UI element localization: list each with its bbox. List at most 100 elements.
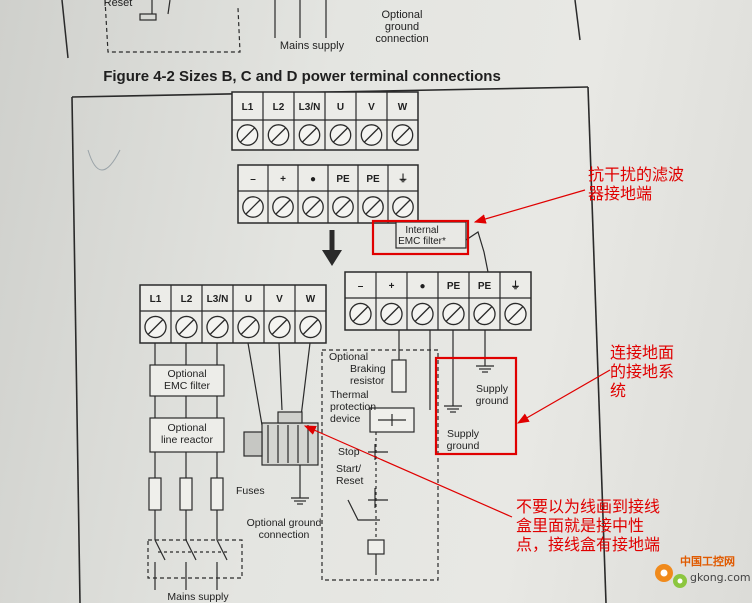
label-line: Supply (476, 383, 509, 395)
motor-body (261, 422, 319, 466)
screw-slot (445, 306, 462, 322)
stop-label: Stop (338, 446, 360, 458)
terminal-label: L1 (242, 102, 254, 113)
label-line: Optional (167, 368, 206, 380)
label-line: W (306, 294, 316, 305)
label-line: PE (447, 281, 461, 292)
mains-supply-label: Mains supply (167, 591, 229, 603)
label-line: L1 (242, 102, 254, 113)
terminal-label: PE (366, 174, 380, 185)
terminal-label: PE (447, 281, 461, 292)
label-line: ground (447, 440, 480, 452)
label-line: L2 (181, 294, 193, 305)
label-line: ● (310, 174, 316, 185)
label-line: protection (330, 401, 376, 413)
label-line: V (368, 102, 375, 113)
internal-emc-filter-box (395, 221, 467, 249)
screw-slot (365, 199, 381, 215)
label-line: Mains supply (167, 591, 229, 603)
wire (167, 0, 171, 15)
terminal-label: ● (310, 174, 316, 185)
label-line: resistor (350, 375, 385, 387)
label-line: – (250, 174, 256, 185)
label-line: + (280, 174, 286, 185)
terminal-label: – (358, 281, 364, 292)
terminal-label: L1 (150, 294, 162, 305)
scratch-mark (87, 149, 121, 171)
label-line: U (245, 294, 252, 305)
start-reset-label: Start/Reset (336, 463, 364, 487)
reset-label: Reset (104, 0, 133, 9)
terminal-label: L2 (273, 102, 285, 113)
red-arrow-motor (303, 425, 513, 518)
label-line: connection (259, 529, 310, 541)
label-line: ⏚ (398, 173, 408, 185)
label-line: Reset (336, 475, 364, 487)
label-line: Supply (447, 428, 480, 440)
thermal-contacts (378, 414, 406, 426)
screw-slot (383, 306, 400, 322)
screw-slot (275, 199, 291, 215)
terminal-label: U (337, 102, 344, 113)
screw-slot (507, 306, 524, 322)
label-line: Optional (382, 9, 423, 21)
switch-blade (185, 539, 197, 561)
label-line: connection (375, 33, 428, 45)
terminal-label: ⏚ (511, 280, 521, 292)
red-arrow-emc (473, 189, 586, 224)
top-frame-left (61, 0, 69, 59)
label-line: + (389, 281, 395, 292)
label-line: PE (478, 281, 492, 292)
optional-emc-filter-box (149, 364, 225, 397)
terminal-label: L3/N (207, 294, 229, 305)
top-dashed-box (104, 0, 241, 53)
screw-slot (476, 306, 493, 322)
red-highlight-emc (371, 219, 470, 256)
braking-resistor-icon (391, 359, 407, 393)
label-line: Optional (167, 422, 206, 434)
label-line: U (337, 102, 344, 113)
terminal-label: W (306, 294, 316, 305)
mains-switch-box (147, 539, 243, 579)
gear-icon (655, 564, 687, 588)
label-line: Stop (338, 446, 360, 458)
label-line: ● (419, 281, 425, 292)
fuse-icon (148, 477, 162, 511)
label-line: Start/ (336, 463, 361, 475)
screw-slot (147, 319, 164, 335)
terminal-label: PE (336, 174, 350, 185)
screw-slot (301, 127, 318, 143)
optional-label: Optional (329, 351, 368, 363)
label-line: Braking (350, 363, 386, 375)
label-line: line reactor (161, 434, 213, 446)
screw-slot (363, 127, 380, 143)
label-line: Fuses (236, 485, 265, 497)
screw-slot (394, 127, 411, 143)
label-line: PE (366, 174, 380, 185)
label-line: ground (385, 21, 419, 33)
terminal-label: ⏚ (398, 173, 408, 185)
red-highlight-ground (434, 356, 518, 456)
terminal-label: W (398, 102, 408, 113)
screw-slot (305, 199, 321, 215)
label-line: – (358, 281, 364, 292)
label-line: Reset (104, 0, 133, 9)
label-line: Optional ground (247, 517, 322, 529)
label-line: W (398, 102, 408, 113)
annotation-emc-filter: 抗干扰的滤波 器接地端 (588, 165, 685, 203)
terminal-label: – (250, 174, 256, 185)
red-arrow-ground (516, 369, 611, 424)
screw-slot (414, 306, 431, 322)
label-line: PE (336, 174, 350, 185)
mains-supply-top-label: Mains supply (280, 40, 345, 52)
label-line: ⏚ (511, 280, 521, 292)
screw-slot (239, 127, 256, 143)
label-line: L3/N (207, 294, 229, 305)
